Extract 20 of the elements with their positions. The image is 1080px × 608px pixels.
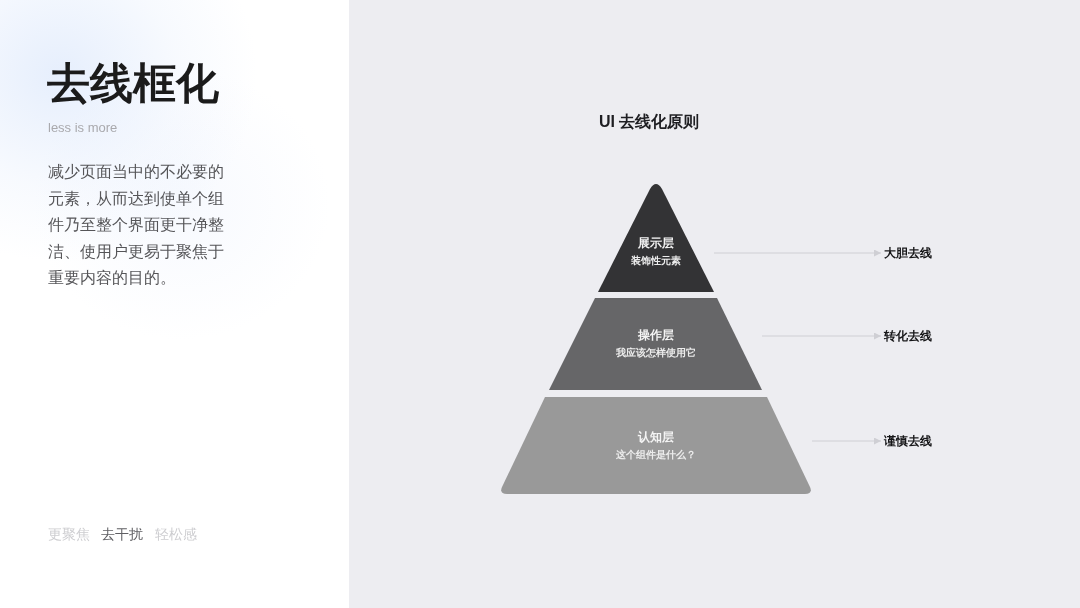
- tier-description: 这个组件是什么？: [616, 448, 696, 462]
- arrow: [713, 249, 882, 257]
- principle-label: 谨慎去线: [884, 432, 932, 450]
- tier-title: 操作层: [637, 327, 674, 343]
- tier-description: 装饰性元素: [631, 254, 681, 268]
- arrow: [811, 437, 882, 445]
- tier-title: 认知层: [638, 429, 674, 445]
- pyramid-tier: [598, 182, 714, 292]
- principle-label: 大胆去线: [884, 244, 932, 262]
- description-text: 减少页面当中的不必要的元素，从而达到使单个组件乃至整个界面更干净整洁、使用户更易于聚焦于重要内容的目的。: [48, 162, 225, 288]
- arrow: [761, 332, 882, 340]
- diagram-heading: UI 去线化原则: [599, 112, 700, 132]
- page-title: 去线框化: [47, 58, 219, 108]
- pyramid-tier: [500, 397, 812, 494]
- tier-title: 展示层: [638, 235, 674, 251]
- tier-description: 我应该怎样使用它: [615, 346, 696, 360]
- subtitle: less is more: [48, 119, 118, 137]
- principle-label: 转化去线: [884, 327, 932, 345]
- pyramid-tier: [549, 298, 762, 390]
- keyword-text: 去干扰: [101, 526, 143, 544]
